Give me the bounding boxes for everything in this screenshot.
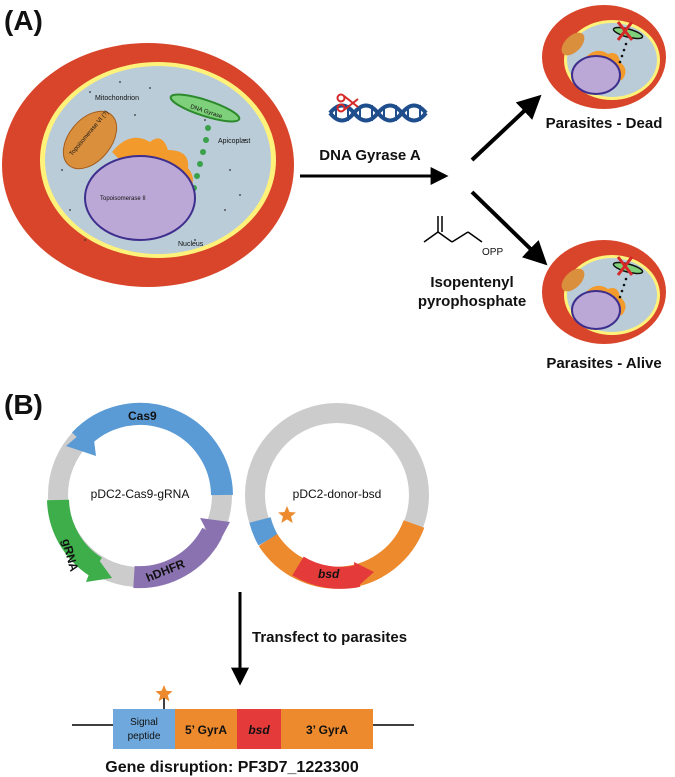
mitochondrion-label: Mitochondrion (95, 95, 139, 102)
gene-disruption-caption: Gene disruption: PF3D7_1223300 (105, 759, 359, 776)
plasmid-cas9-grna: Cas9 gRNA hDHFR pDC2-Cas9-gRNA (47, 402, 233, 589)
gyra5-label: 5’ GyrA (185, 723, 227, 737)
bsd-plasmid-label: bsd (318, 567, 340, 581)
panel-a-label: (A) (4, 5, 43, 36)
mitochondrion-organelle (62, 110, 118, 170)
outcome-alive-label: Parasites - Alive (546, 355, 661, 372)
panel-b-label: (B) (4, 389, 43, 420)
nucleus-label: Nucleus (178, 241, 204, 248)
bsd-block (237, 709, 281, 749)
hdhfr-segment (133, 527, 222, 589)
arrow-to-alive (470, 190, 548, 266)
opp-label: OPP (482, 247, 503, 258)
parasite-cell-illustration: Topoisomerase VI (?) Mitochondrion DNA G… (2, 43, 294, 287)
cas9-label: Cas9 (128, 409, 157, 423)
star-icon (278, 506, 296, 523)
star-marker-icon (155, 685, 173, 702)
bsd-segment (292, 556, 361, 589)
gene-construct: Signal peptide 5’ GyrA bsd 3’ GyrA (72, 685, 414, 749)
signal-line2: peptide (128, 731, 161, 742)
gyra5-block (175, 709, 237, 749)
apicoplast-organelle (169, 93, 241, 123)
treatment-label: DNA Gyrase A (319, 147, 421, 164)
nucleus-organelle (84, 155, 196, 241)
plasmid-donor-bsd: bsd pDC2-donor-bsd (245, 403, 429, 589)
plasmid2-name: pDC2-donor-bsd (293, 487, 382, 501)
topoisomerase-ii-label: Topoisomerase II (100, 196, 146, 202)
transfect-label: Transfect to parasites (252, 629, 407, 646)
grna-segment (47, 499, 103, 577)
parasite-cell-alive-icon (542, 240, 666, 344)
cas9-segment (71, 402, 233, 496)
signal-peptide-segment (249, 516, 278, 546)
outcome-dead-label: Parasites - Dead (546, 115, 663, 132)
plasmid1-name: pDC2-Cas9-gRNA (91, 487, 190, 501)
parasite-cell-dead-icon (542, 5, 666, 109)
scissors-icon (336, 93, 359, 113)
signal-line1: Signal (130, 717, 158, 728)
rescue-line1: Isopentenyl (430, 274, 513, 291)
gyra3-block (281, 709, 373, 749)
bsd-construct-label: bsd (248, 723, 270, 737)
rescue-line2: pyrophosphate (418, 293, 526, 310)
gyra3-label: 3’ GyrA (306, 723, 348, 737)
arrow-to-dead (470, 94, 542, 162)
apicoplast-label: Apicoplast (218, 138, 250, 145)
ipp-structure-icon (423, 216, 483, 243)
signal-peptide-block (113, 709, 175, 749)
